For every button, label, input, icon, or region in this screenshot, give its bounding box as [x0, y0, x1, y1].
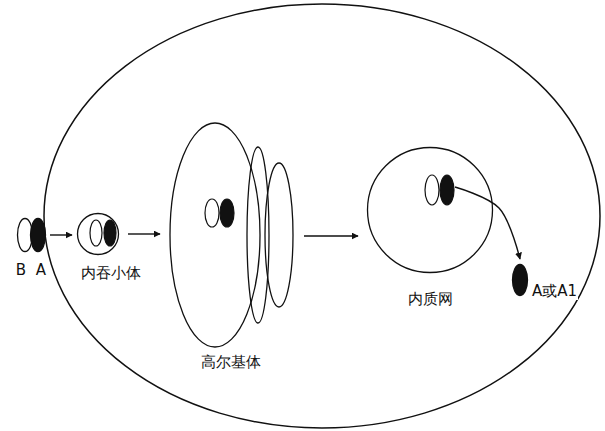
receptor-b [425, 175, 439, 205]
node-outline [367, 147, 493, 273]
transport-arrow [455, 187, 520, 259]
receptor-b [205, 199, 219, 227]
outline-ellipse [247, 147, 269, 323]
transport-arrow [304, 235, 358, 236]
ligand-oval: A [30, 218, 46, 252]
receptor-b [90, 220, 102, 246]
endosome: 内吞小体 [77, 213, 119, 255]
node-label: A或A1 [531, 282, 578, 300]
node-outline [168, 121, 294, 351]
outline-ellipse [31, 219, 46, 252]
outline-ellipse [78, 214, 119, 255]
outline-ellipse [265, 163, 293, 307]
ligand-a [440, 175, 454, 205]
released-ligand: A或A1 [512, 264, 528, 296]
golgi-apparatus: 高尔基体 [168, 121, 294, 351]
outline-ellipse [368, 148, 493, 273]
ligand-a [220, 199, 234, 227]
outline-ellipse [513, 265, 528, 296]
transport-arrow [128, 233, 160, 234]
node-label: 高尔基体 [200, 353, 262, 371]
node-label: B [15, 261, 27, 279]
node-outline [30, 218, 46, 252]
node-label: A [35, 261, 47, 279]
endoplasmic-reticulum: 内质网 [367, 147, 493, 273]
cell-membrane [44, 4, 600, 428]
node-label: 内质网 [407, 290, 454, 308]
ligand-a [104, 220, 116, 246]
node-outline [512, 264, 528, 296]
node-label: 内吞小体 [80, 264, 142, 282]
transport-arrow [50, 234, 72, 235]
node-outline [77, 213, 119, 255]
